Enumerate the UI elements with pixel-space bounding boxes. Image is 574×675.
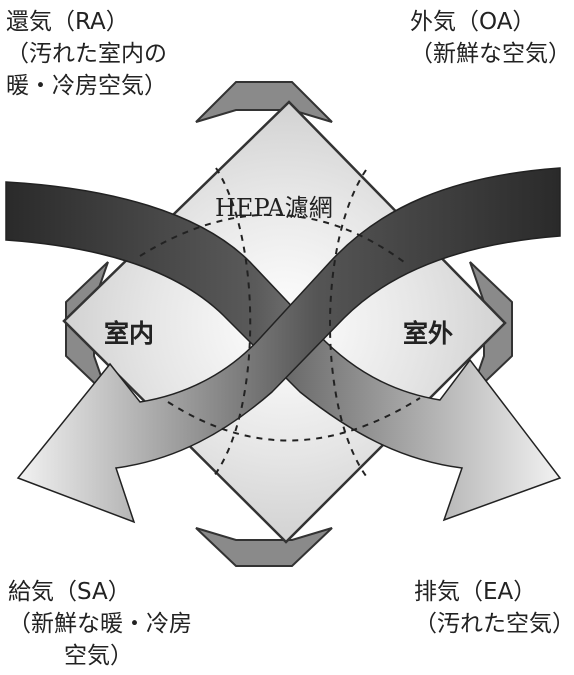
supply-air-desc-1: （新鮮な暖・冷房 — [8, 611, 192, 637]
outside-air-flow — [16, 167, 561, 524]
exhaust-air-label: 排気（EA） （汚れた空気） — [414, 576, 574, 640]
filter-lines — [139, 167, 421, 477]
outside-air-label: 外気（OA） （新鮮な空気） — [410, 6, 571, 70]
exhaust-air-desc: （汚れた空気） — [414, 611, 574, 637]
frame-tab-top — [195, 81, 333, 123]
filter-curve-2 — [167, 397, 421, 442]
supply-air-label: 給気（SA） （新鮮な暖・冷房 空気） — [8, 576, 192, 672]
return-air-label: 還気（RA） （汚れた室内の 暖・冷房空気） — [6, 6, 167, 102]
supply-air-desc-2: 空気） — [64, 643, 133, 669]
return-air-desc-1: （汚れた室内の — [6, 41, 167, 67]
hepa-filter-label: HEPA濾網 — [215, 194, 333, 222]
outdoor-label: 室外 — [403, 319, 454, 348]
outside-air-desc: （新鮮な空気） — [410, 41, 571, 67]
return-air-title: 還気（RA） — [6, 9, 129, 35]
filter-curve-3 — [213, 167, 252, 477]
indoor-label: 室内 — [104, 319, 155, 348]
filter-curve-1 — [139, 213, 405, 263]
frame-tab-bottom — [195, 527, 333, 567]
exhaust-air-title: 排気（EA） — [414, 579, 537, 605]
filter-curve-4 — [329, 169, 367, 477]
return-air-desc-2: 暖・冷房空気） — [6, 73, 167, 99]
supply-air-title: 給気（SA） — [8, 579, 131, 605]
outside-air-title: 外気（OA） — [410, 9, 536, 35]
